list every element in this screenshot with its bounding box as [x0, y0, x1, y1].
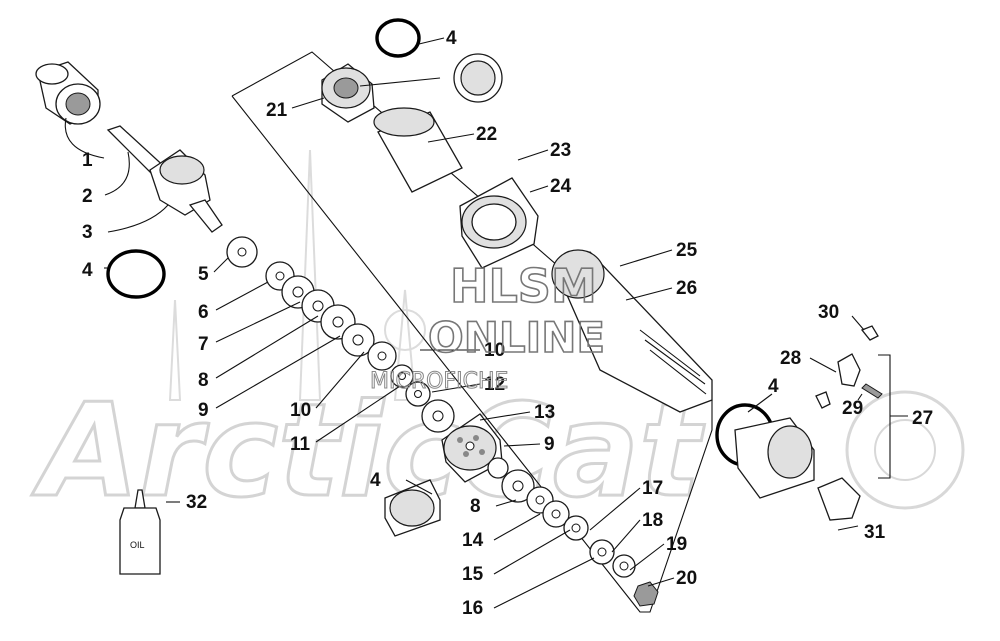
callout-8-upper: 8 — [198, 370, 209, 391]
leader-lines — [64, 37, 908, 609]
callout-20: 20 — [676, 568, 697, 589]
callout-27: 27 — [912, 408, 933, 429]
callout-19: 19 — [666, 534, 687, 555]
callout-30: 30 — [818, 302, 839, 323]
callout-4-right: 4 — [768, 376, 779, 397]
part-1-bushing — [35, 61, 101, 125]
callout-10-center: 10 — [484, 340, 505, 361]
callout-3: 3 — [82, 222, 93, 243]
callout-4-lower: 4 — [370, 470, 381, 491]
callout-8-lower: 8 — [470, 496, 481, 517]
callout-14: 14 — [462, 530, 484, 551]
callout-28: 28 — [780, 348, 801, 369]
callout-24: 24 — [550, 176, 572, 197]
watermark-line-1: HLSM — [450, 259, 597, 313]
part-4-o-ring-top — [375, 18, 421, 58]
callout-12: 12 — [484, 374, 505, 395]
shim-washer-stack — [226, 236, 455, 433]
lower-body-reservoir — [734, 417, 861, 521]
callout-4-top: 4 — [446, 28, 457, 49]
callout-26: 26 — [676, 278, 697, 299]
callout-16: 16 — [462, 598, 483, 619]
part-13-piston — [441, 413, 503, 483]
hlsm-watermark: HLSM ONLINE MICROFICHE — [370, 258, 606, 394]
part-25-26-shock-body — [551, 249, 713, 413]
part-2-3-shaft-assembly — [106, 125, 223, 233]
valve-assembly — [815, 325, 883, 409]
callout-17: 17 — [642, 478, 663, 499]
callout-22: 22 — [476, 124, 497, 145]
callout-10-left: 10 — [290, 400, 311, 421]
callout-9-upper: 9 — [198, 400, 209, 421]
callout-13: 13 — [534, 402, 555, 423]
oil-bottle-label: OIL — [130, 540, 145, 550]
callout-2: 2 — [82, 186, 93, 207]
lower-washer-stack — [487, 457, 659, 607]
callout-31: 31 — [864, 522, 886, 543]
callout-1: 1 — [82, 150, 93, 171]
callout-15: 15 — [462, 564, 484, 585]
callout-25: 25 — [676, 240, 698, 261]
part-22-sleeve — [373, 107, 463, 193]
part-4-band-lower — [384, 479, 441, 537]
part-4-o-ring-left — [106, 249, 166, 299]
valve-assembly-bracket — [878, 354, 891, 479]
watermark-line-3: MICROFICHE — [370, 369, 508, 394]
callout-7: 7 — [198, 334, 209, 355]
assembly-group-frame — [231, 51, 713, 613]
callout-11: 11 — [290, 434, 311, 455]
background-logo-text: ArcticCat — [31, 377, 705, 526]
callout-5: 5 — [198, 264, 209, 285]
callout-18: 18 — [642, 510, 663, 531]
watermark-line-2: ONLINE — [428, 313, 605, 362]
part-23-24-adjuster-ring — [459, 177, 539, 269]
part-21-seal-head — [321, 63, 375, 123]
callout-32: 32 — [186, 492, 207, 513]
callout-21: 21 — [266, 100, 288, 121]
callout-23: 23 — [550, 140, 571, 161]
callout-4-left: 4 — [82, 260, 93, 281]
callout-labels: 1 2 3 4 5 6 7 8 9 10 11 4 21 22 23 24 25… — [82, 28, 933, 619]
callout-29: 29 — [842, 398, 863, 419]
part-32-oil-bottle: OIL — [119, 489, 161, 575]
callout-9-lower: 9 — [544, 434, 555, 455]
callout-6: 6 — [198, 302, 209, 323]
part-4-band-top — [453, 53, 503, 103]
